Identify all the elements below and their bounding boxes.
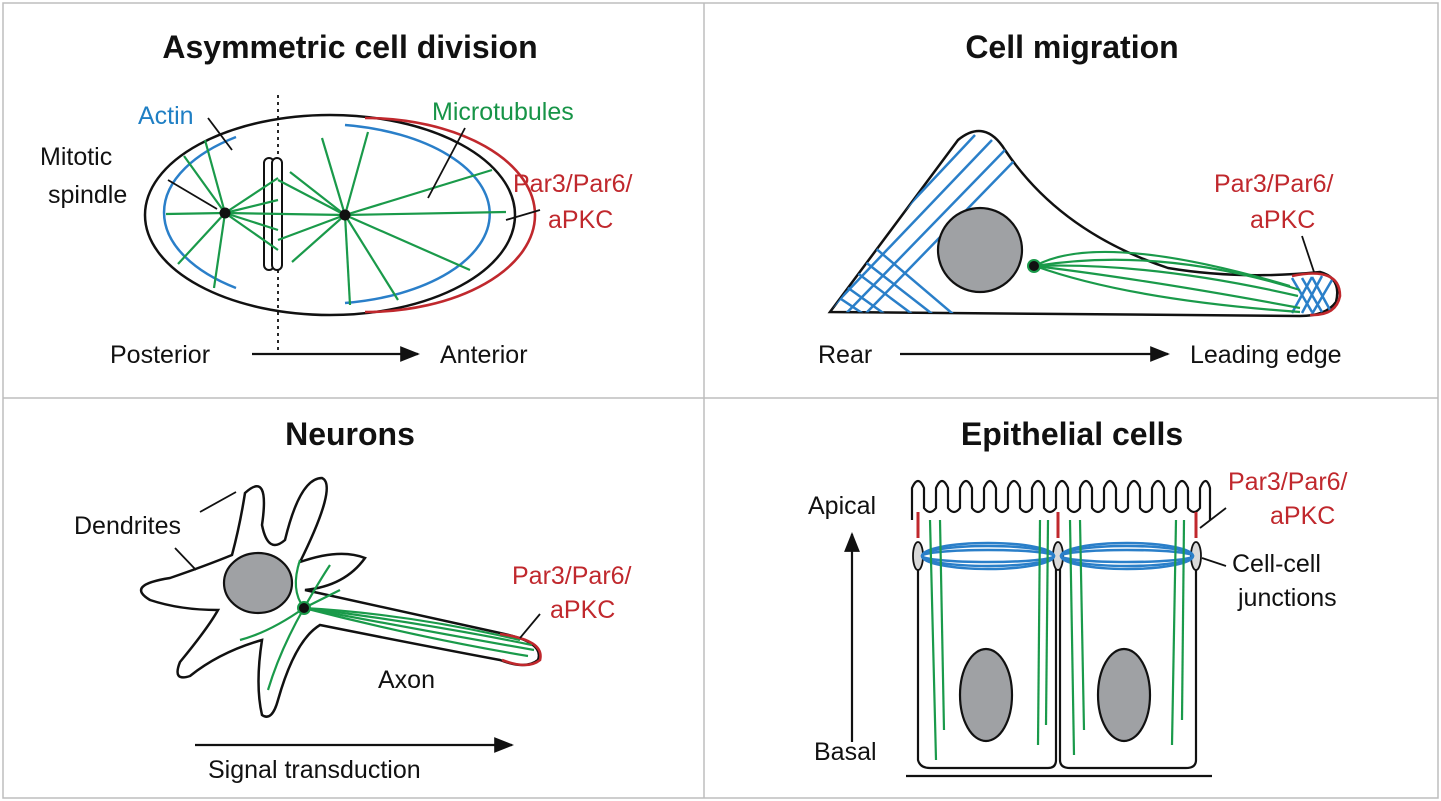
label-dendrites: Dendrites	[74, 512, 181, 540]
actin-cortex-anterior	[344, 123, 491, 305]
pointer-par-complex	[505, 209, 541, 221]
microtubules	[1034, 250, 1301, 314]
neuron-outline	[139, 476, 541, 718]
centrosome-anterior	[339, 209, 351, 221]
pointer-dendrites-upper	[199, 491, 237, 513]
panel-cell-migration: Cell migration	[818, 29, 1342, 369]
panel-title: Asymmetric cell division	[162, 29, 537, 65]
pointer-actin	[207, 117, 233, 151]
axis-label-anterior: Anterior	[440, 341, 528, 369]
pointer-mitotic-spindle	[167, 179, 218, 210]
label-cell-cell: Cell-cell	[1232, 550, 1321, 578]
panel-title: Cell migration	[965, 29, 1178, 65]
panel-asymmetric-cell-division: Asymmetric cell division	[40, 29, 633, 369]
label-mitotic: Mitotic	[40, 143, 112, 171]
panel-neurons: Neurons Dendrites Axon Par3/Par6/ aPKC S…	[74, 416, 632, 784]
label-par-line1: Par3/Par6/	[1214, 170, 1334, 198]
pointer-microtubules	[427, 127, 466, 199]
label-par-line2: aPKC	[550, 596, 615, 624]
label-par-line2: aPKC	[548, 206, 613, 234]
panel-title: Neurons	[285, 416, 415, 452]
par-complex-crescent	[364, 116, 537, 314]
pointer-dendrites-lower	[174, 547, 197, 571]
centrosome-posterior	[219, 207, 231, 219]
epithelial-cell-left-outline	[916, 560, 1058, 770]
nucleus-right	[1096, 647, 1152, 743]
par-complex-leading-edge	[1291, 272, 1342, 317]
label-par-line2: aPKC	[1270, 502, 1335, 530]
microtubules	[928, 519, 1186, 761]
label-axon: Axon	[378, 666, 435, 694]
axis-label-leading-edge: Leading edge	[1190, 341, 1342, 369]
centrosome	[1027, 259, 1041, 273]
par-complex-axon-tip	[499, 632, 542, 667]
label-signal-transduction: Signal transduction	[208, 756, 421, 784]
panel-title: Epithelial cells	[961, 416, 1183, 452]
label-basal: Basal	[814, 738, 877, 766]
pointer-par-complex	[519, 613, 541, 639]
pointer-cell-junctions	[1201, 557, 1227, 567]
centrosome	[297, 601, 311, 615]
epithelial-cell-right-outline	[1058, 560, 1198, 770]
actin-cortex-posterior	[162, 135, 237, 290]
microvilli-apical	[910, 479, 1212, 520]
mitotic-spindle-microtubules	[165, 131, 507, 306]
nucleus-left	[958, 647, 1014, 743]
label-par-line1: Par3/Par6/	[512, 562, 632, 590]
panel-epithelial-cells: Epithelial cells	[808, 416, 1348, 778]
label-par-line1: Par3/Par6/	[1228, 468, 1348, 496]
label-actin: Actin	[138, 102, 194, 130]
label-apical: Apical	[808, 492, 876, 520]
nucleus	[222, 551, 294, 615]
axis-label-posterior: Posterior	[110, 341, 210, 369]
axis-label-rear: Rear	[818, 341, 872, 369]
pointer-par-complex	[1199, 507, 1227, 529]
nucleus	[936, 206, 1024, 294]
label-par-line2: aPKC	[1250, 206, 1315, 234]
label-junctions: junctions	[1237, 584, 1337, 612]
pointer-par-complex	[1301, 235, 1315, 273]
adherens-junction-right	[1190, 541, 1202, 571]
label-par-line1: Par3/Par6/	[513, 170, 633, 198]
label-microtubules: Microtubules	[432, 98, 574, 126]
actin-belts	[920, 541, 1195, 571]
label-spindle: spindle	[48, 181, 127, 209]
